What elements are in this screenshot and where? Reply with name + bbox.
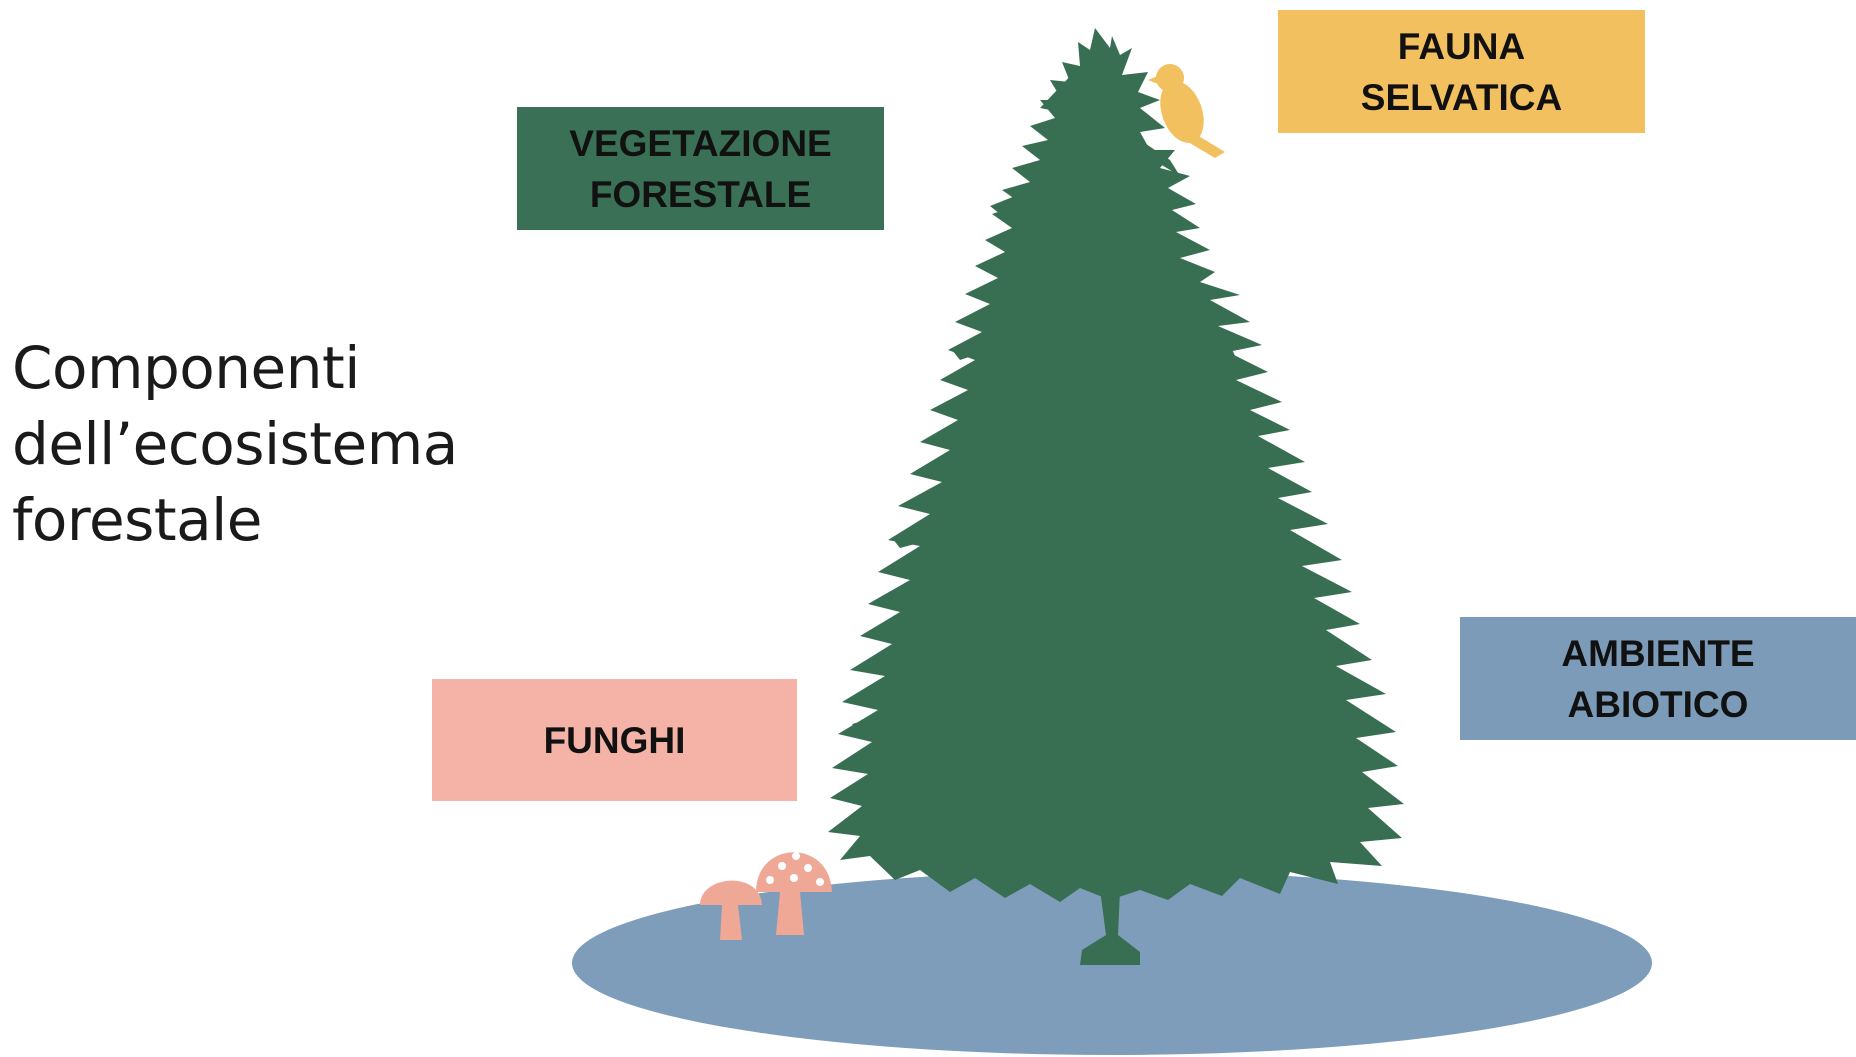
label-ambiente-line-2: ABIOTICO xyxy=(1561,679,1754,730)
label-funghi-line-1: FUNGHI xyxy=(544,715,686,766)
title-line-1: Componenti xyxy=(12,330,492,406)
label-fauna-line-1: FAUNA xyxy=(1361,21,1562,72)
title-line-2: dell’ecosistema xyxy=(12,406,492,482)
label-ambiente-line-1: AMBIENTE xyxy=(1561,628,1754,679)
bird-icon xyxy=(1148,64,1225,158)
label-ambiente-abiotico: AMBIENTE ABIOTICO xyxy=(1460,617,1856,740)
spruce-tree-icon xyxy=(828,28,1404,965)
label-fauna-line-2: SELVATICA xyxy=(1361,72,1562,123)
page-title: Componenti dell’ecosistema forestale xyxy=(12,330,492,558)
label-fauna-selvatica: FAUNA SELVATICA xyxy=(1278,10,1645,133)
label-vegetazione-line-2: FORESTALE xyxy=(569,169,831,220)
label-vegetazione-forestale: VEGETAZIONE FORESTALE xyxy=(517,107,884,230)
title-line-3: forestale xyxy=(12,482,492,558)
label-funghi: FUNGHI xyxy=(432,679,797,801)
label-vegetazione-line-1: VEGETAZIONE xyxy=(569,118,831,169)
